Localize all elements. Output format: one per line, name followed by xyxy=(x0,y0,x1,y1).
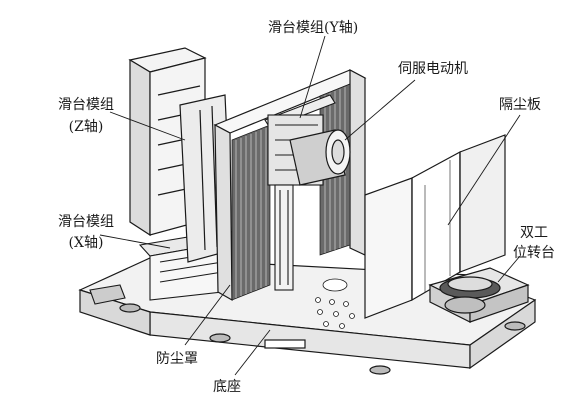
label-dual-turntable-line2: 位转台 xyxy=(513,245,555,261)
label-z-slide-line1: 滑台模组 xyxy=(58,97,114,113)
label-dual-turntable-line1: 双工 xyxy=(520,225,548,241)
base-holes xyxy=(315,278,355,329)
label-z-slide-line2: (Z轴) xyxy=(68,119,104,135)
label-x-slide-line1: 滑台模组 xyxy=(58,214,114,230)
label-servo-motor: 伺服电动机 xyxy=(398,61,468,77)
dust-separator-plate xyxy=(364,134,506,319)
label-x-slide-line2: (X轴) xyxy=(68,235,104,251)
leader-lines xyxy=(99,35,521,376)
servo-motor xyxy=(289,129,351,186)
label-base: 底座 xyxy=(213,379,241,395)
dual-station-turntable xyxy=(428,267,530,323)
label-dust-plate: 隔尘板 xyxy=(499,97,541,113)
label-y-slide: 滑台模组(Y轴) xyxy=(268,20,359,36)
label-dust-cover: 防尘罩 xyxy=(156,351,198,367)
